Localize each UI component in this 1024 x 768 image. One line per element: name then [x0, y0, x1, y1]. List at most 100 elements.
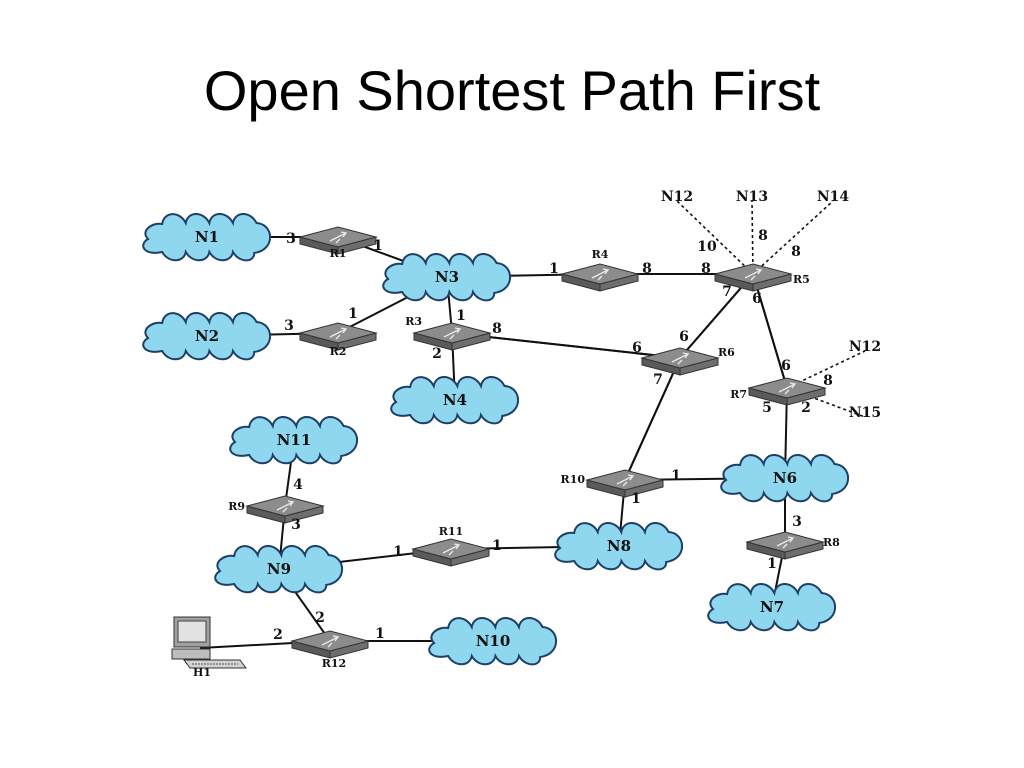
router-label: R8: [823, 536, 840, 549]
cost-label-R9-N9: 1: [393, 544, 403, 560]
router-arrows-icon: [744, 268, 763, 281]
router-arrows-icon: [321, 635, 340, 648]
cost-label-R4-R5: 8: [642, 261, 652, 277]
external-network-label-ext-n12-b: N12: [849, 339, 881, 355]
cost-label-R8-N7: 4: [293, 477, 303, 493]
router-label: R3: [405, 315, 422, 328]
cost-label-R3-N3: 1: [456, 308, 466, 324]
router-label: R10: [561, 473, 586, 486]
external-network-label-ext-n12-a: N12: [661, 189, 693, 205]
cost-label-R7-ext-N12-b: 2: [801, 400, 811, 416]
router-r3[interactable]: R3: [405, 315, 492, 351]
cost-label-R4-N3: 1: [549, 261, 559, 277]
network-cloud-n8[interactable]: N8: [554, 522, 683, 571]
cost-label-R5-ext-N13: 8: [791, 244, 801, 260]
cost-label-R11-N8: 2: [315, 610, 325, 626]
cost-label-R1-N1: 3: [286, 231, 296, 247]
cost-label-R3-N4: 2: [432, 346, 442, 362]
router-r12[interactable]: R12: [290, 630, 370, 670]
cost-label-R7-R5: 6: [781, 358, 791, 374]
router-arrows-icon: [443, 327, 462, 340]
router-r8[interactable]: R8: [745, 531, 840, 560]
cost-label-R6-R5: 6: [679, 329, 689, 345]
external-network-label-ext-n14: N14: [817, 189, 850, 205]
host-h1-computer-icon[interactable]: H1: [171, 616, 247, 679]
router-arrows-icon: [616, 474, 635, 487]
external-link-R5-ext-N12-a: [676, 200, 754, 275]
router-arrows-icon: [671, 352, 690, 365]
router-label: R7: [730, 388, 747, 401]
network-cloud-n2[interactable]: N2: [142, 312, 271, 361]
cost-label-R1-N3: 1: [373, 238, 383, 254]
cost-label-R2-N3: 1: [348, 306, 358, 322]
router-r5[interactable]: R5: [713, 263, 810, 292]
external-network-label-ext-n15: N15: [849, 405, 881, 421]
link-R10-R6: [624, 357, 681, 481]
network-label: N2: [195, 327, 219, 345]
cost-label-R5-ext-N12-a: 8: [758, 228, 768, 244]
cost-label-R10-N6: 1: [631, 491, 641, 507]
router-r6[interactable]: R6: [640, 346, 735, 376]
cost-label-R5-R6: 7: [722, 284, 732, 300]
cost-label-R5-R7: 6: [752, 291, 762, 307]
network-cloud-n4[interactable]: N4: [390, 376, 519, 425]
network-label: N8: [607, 537, 631, 555]
network-label: N7: [760, 598, 784, 616]
host-label: H1: [193, 666, 211, 679]
cost-label-R2-N2: 3: [284, 318, 294, 334]
cost-label-R9-N11: 3: [291, 517, 301, 533]
router-label: R5: [793, 273, 810, 286]
cost-label-R5-ext-N14: 8: [823, 373, 833, 389]
network-label: N4: [443, 391, 467, 409]
cost-label-R7-N6: 1: [671, 468, 681, 484]
external-link-R5-ext-N13: [751, 200, 754, 275]
router-r1[interactable]: R1: [298, 226, 378, 260]
cost-label-R12-N9: 1: [375, 626, 385, 642]
cost-label-R8-N6: 1: [767, 556, 777, 572]
cost-label-R11-N9: 1: [492, 538, 502, 554]
cost-label-R10-N8: 3: [792, 514, 802, 530]
network-label: N9: [267, 560, 291, 578]
network-label: N6: [773, 469, 797, 487]
router-r7[interactable]: R7: [730, 377, 827, 406]
cost-label-R3-R6: 8: [492, 321, 502, 337]
cost-label-R12-N10: 2: [273, 627, 283, 643]
router-r2[interactable]: R2: [298, 322, 378, 358]
network-cloud-n3[interactable]: N3: [382, 253, 511, 302]
cost-label-R5-R4: 8: [701, 261, 711, 277]
router-label: R1: [330, 247, 347, 260]
external-network-label-ext-n13: N13: [736, 189, 768, 205]
router-arrows-icon: [276, 500, 295, 513]
network-cloud-n10[interactable]: N10: [428, 617, 557, 666]
router-r4[interactable]: R4: [560, 248, 640, 292]
router-label: R11: [439, 525, 463, 538]
router-r11[interactable]: R11: [411, 525, 491, 567]
network-label: N10: [476, 632, 511, 650]
cost-label-R6-R3: 6: [632, 340, 642, 356]
cost-label-R10-R6: 5: [762, 400, 772, 416]
router-r9[interactable]: R9: [228, 495, 325, 524]
router-label: R12: [322, 657, 346, 670]
network-label: N3: [435, 268, 459, 286]
router-arrows-icon: [329, 231, 348, 244]
network-label: N1: [195, 228, 219, 246]
router-arrows-icon: [442, 543, 461, 556]
router-label: R2: [330, 345, 347, 358]
network-cloud-n9[interactable]: N9: [214, 545, 343, 594]
external-link-R5-ext-N14: [752, 200, 834, 275]
network-cloud-n7[interactable]: N7: [707, 583, 836, 632]
router-label: R9: [228, 500, 245, 513]
network-cloud-n6[interactable]: N6: [720, 454, 849, 503]
router-label: R4: [592, 248, 609, 261]
slide-title: Open Shortest Path First: [203, 59, 821, 122]
router-r10[interactable]: R10: [561, 469, 665, 498]
link-R7-R5: [752, 273, 788, 389]
router-arrows-icon: [778, 382, 797, 395]
router-label: R6: [718, 346, 735, 359]
network-cloud-n11[interactable]: N11: [229, 416, 358, 465]
router-arrows-icon: [776, 536, 795, 549]
network-cloud-n1[interactable]: N1: [142, 213, 271, 262]
